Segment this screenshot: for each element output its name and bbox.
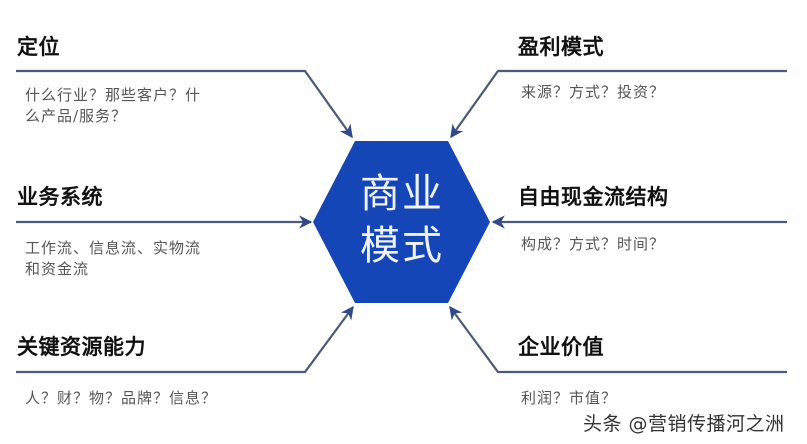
- node-desc-enterprise-value: 利润？市值？: [521, 388, 617, 409]
- node-title-profit-model: 盈利模式: [518, 35, 604, 59]
- node-desc-line: 人？财？物？品牌？信息？: [25, 389, 218, 407]
- node-desc-profit-model: 来源？方式？投资？: [521, 82, 665, 103]
- node-title-key-resources: 关键资源能力: [17, 335, 146, 359]
- node-title-enterprise-value: 企业价值: [518, 335, 604, 359]
- node-title-business-system: 业务系统: [17, 185, 103, 209]
- node-desc-key-resources: 人？财？物？品牌？信息？: [25, 388, 217, 409]
- node-desc-line: 么产品/服务？: [25, 107, 128, 125]
- watermark: 头条 @营销传播河之洲: [583, 413, 785, 435]
- node-desc-line: 工作流、信息流、实物流: [25, 239, 202, 257]
- node-desc-business-system: 工作流、信息流、实物流 和资金流: [25, 238, 201, 280]
- node-desc-line: 什么行业？那些客户？什: [25, 86, 202, 104]
- center-hexagon: [313, 141, 490, 303]
- center-label-line2: 模式: [360, 223, 444, 269]
- center-label: 商业 模式: [355, 168, 449, 272]
- connector-top-left: [16, 69, 353, 139]
- node-desc-line: 和资金流: [25, 260, 90, 278]
- node-desc-line: 构成？方式？时间？: [521, 235, 666, 253]
- node-desc-line: 来源？方式？投资？: [521, 83, 666, 101]
- node-desc-line: 利润？市值？: [521, 389, 618, 407]
- connector-top-right: [450, 69, 787, 139]
- node-title-free-cash-flow: 自由现金流结构: [518, 185, 669, 209]
- node-title-positioning: 定位: [17, 35, 60, 59]
- connector-bottom-right: [449, 305, 787, 374]
- connector-bottom-left: [16, 305, 354, 374]
- node-desc-free-cash-flow: 构成？方式？时间？: [521, 234, 665, 255]
- node-desc-positioning: 什么行业？那些客户？什 么产品/服务？: [25, 85, 201, 127]
- center-label-line1: 商业: [360, 171, 444, 217]
